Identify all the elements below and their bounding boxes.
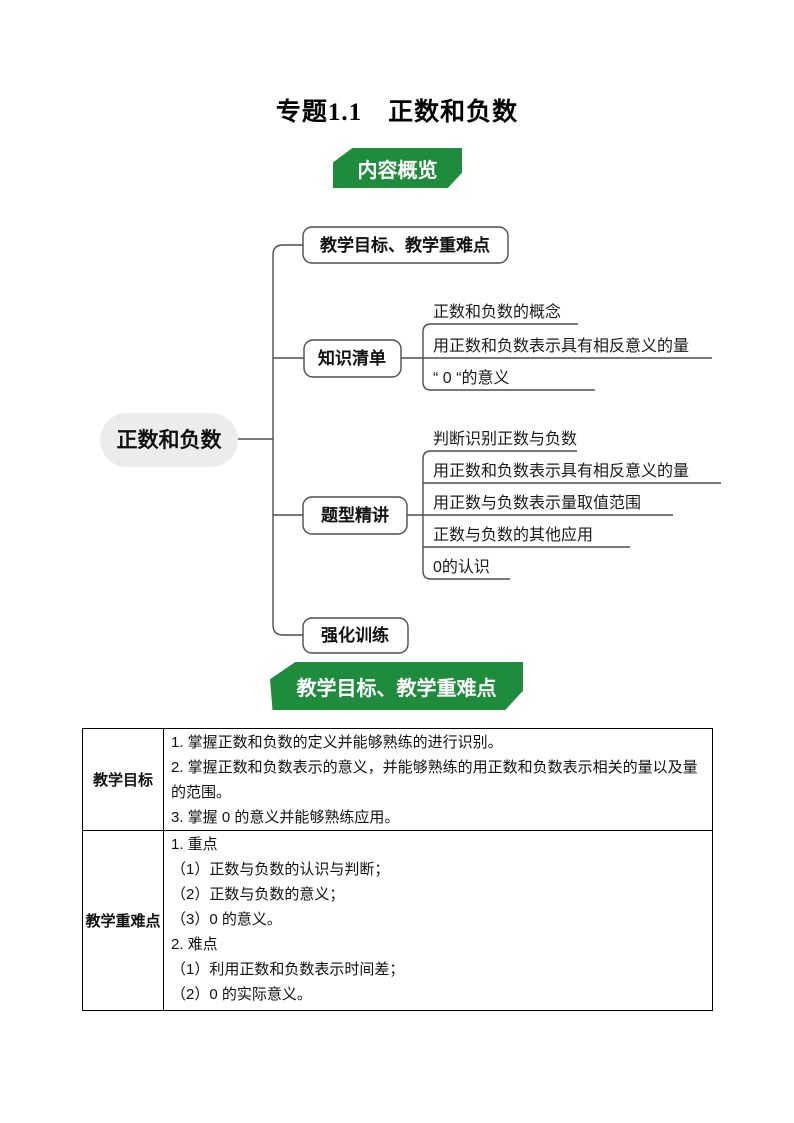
examples-child-label: 正数与负数的其他应用 <box>433 525 593 544</box>
mindmap-branch-examples-label: 题型精讲 <box>321 505 389 525</box>
key-point-line: （2）0 的实际意义。 <box>171 986 312 1003</box>
knowledge-child-label: “ 0 “的意义 <box>433 368 509 387</box>
examples-child-label: 判断识别正数与负数 <box>433 430 577 448</box>
mindmap-branch-training-box <box>302 617 409 654</box>
key-point-line: 2. 难点 <box>171 936 218 953</box>
table-header-goals: 教学目标 <box>82 728 164 831</box>
knowledge-child-label: 正数和负数的概念 <box>433 302 561 321</box>
key-point-line: （1）利用正数和负数表示时间差； <box>171 961 405 978</box>
key-point-line: （3）0 的意义。 <box>171 911 282 928</box>
key-point-line: （2）正数与负数的意义； <box>171 886 345 903</box>
examples-child-label: 用正数和负数表示具有相反意义的量 <box>433 461 689 480</box>
content-overview-banner-label: 内容概览 <box>357 159 438 182</box>
table-cell-key-points: 1. 重点 （1）正数与负数的认识与判断； （2）正数与负数的意义； （3）0 … <box>163 830 713 1011</box>
mindmap-branch-objectives-label: 教学目标、教学重难点 <box>319 235 490 255</box>
mindmap-branch-training-label: 强化训练 <box>321 625 389 645</box>
mindmap-diagram: 正数和负数 教学目标、教学重难点 知识清单 题型精讲 强化训练 正数和负数的概念… <box>100 226 721 654</box>
knowledge-child-label: 用正数和负数表示具有相反意义的量 <box>433 336 689 355</box>
mindmap-root-node <box>100 413 238 467</box>
objectives-table: 教学目标 1. 掌握正数和负数的定义并能够熟练的进行识别。 2. 掌握正数和负数… <box>82 728 713 1011</box>
content-overview-banner: 内容概览 <box>333 148 462 188</box>
page-title: 专题1.1 正数和负数 <box>275 99 519 126</box>
table-header-key-points: 教学重难点 <box>82 830 164 1011</box>
goal-line: 2. 掌握正数和负数表示的意义，并能够熟练的用正数和负数表示相关的量以及量的范围… <box>171 759 698 801</box>
examples-child-label: 0的认识 <box>433 558 490 576</box>
key-point-line: 1. 重点 <box>171 836 218 853</box>
mindmap-branch-objectives-box <box>302 226 509 264</box>
objectives-section-banner: 教学目标、教学重难点 <box>270 662 523 710</box>
table-cell-goals: 1. 掌握正数和负数的定义并能够熟练的进行识别。 2. 掌握正数和负数表示的意义… <box>163 728 713 831</box>
key-point-line: （1）正数与负数的认识与判断； <box>171 861 390 878</box>
table-row: 教学重难点 1. 重点 （1）正数与负数的认识与判断； （2）正数与负数的意义；… <box>82 830 713 1011</box>
table-row: 教学目标 1. 掌握正数和负数的定义并能够熟练的进行识别。 2. 掌握正数和负数… <box>82 728 713 831</box>
mindmap-branch-knowledge-label: 知识清单 <box>317 348 386 368</box>
mindmap-root-label: 正数和负数 <box>117 429 223 452</box>
mindmap-trunk-line <box>272 244 303 636</box>
knowledge-children-bracket <box>422 323 595 391</box>
goal-line: 3. 掌握 0 的意义并能够熟练应用。 <box>171 809 400 826</box>
mindmap-branch-knowledge-box <box>303 339 402 378</box>
goal-line: 1. 掌握正数和负数的定义并能够熟练的进行识别。 <box>171 734 503 751</box>
mindmap-branch-examples-box <box>302 496 408 535</box>
examples-child-label: 用正数与负数表示量取值范围 <box>433 494 641 512</box>
objectives-section-banner-label: 教学目标、教学重难点 <box>296 677 497 700</box>
